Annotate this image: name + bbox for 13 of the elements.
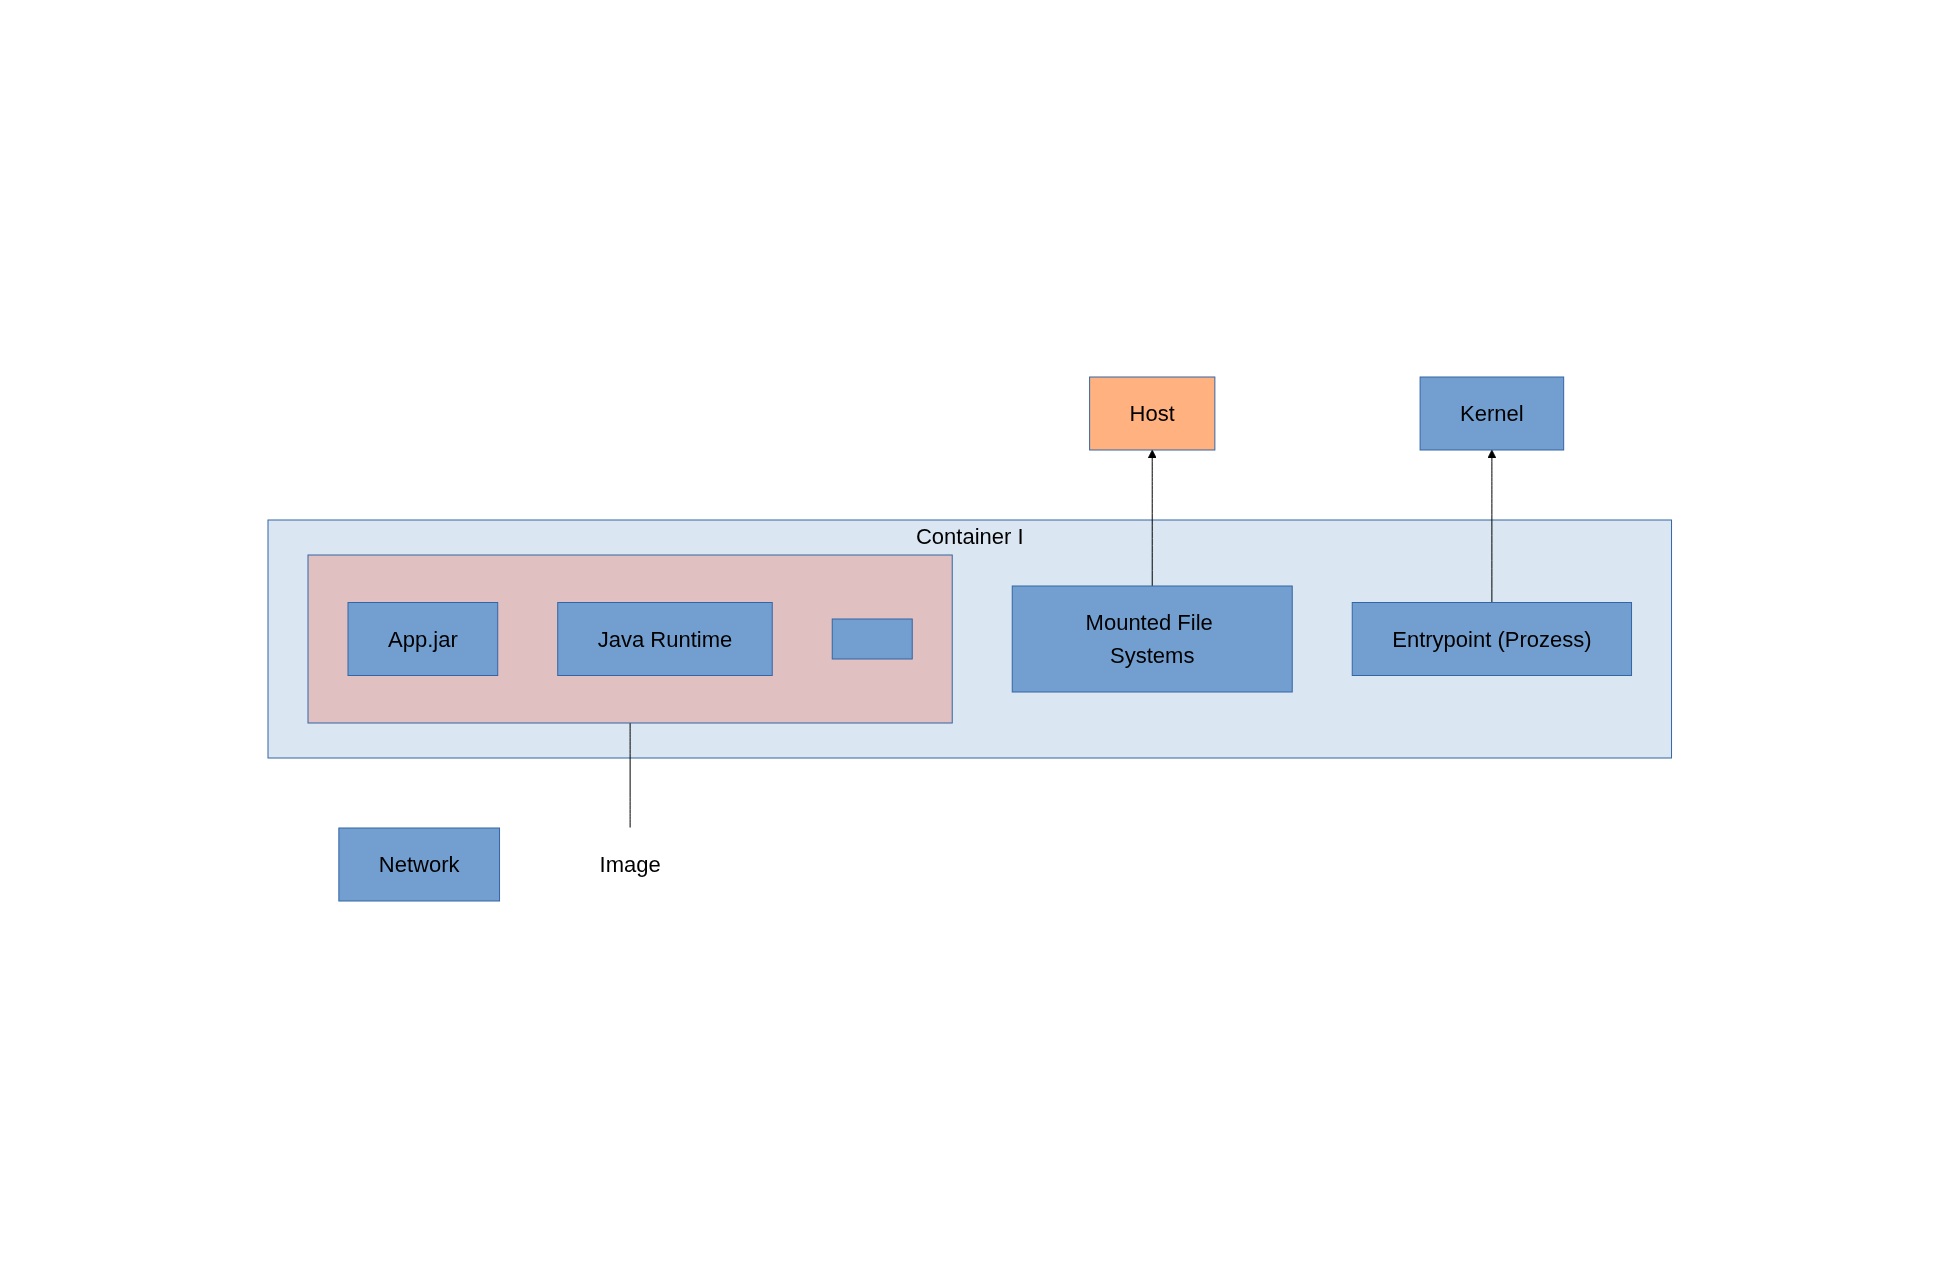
node-box: Entrypoint (Prozess) [1351, 601, 1632, 676]
node-box: Mounted File Systems [1011, 585, 1293, 692]
node-box: Java Runtime [556, 601, 773, 676]
node-text: Image [599, 851, 661, 877]
node-box: App.jar [347, 601, 498, 676]
node-box: Network [338, 827, 500, 901]
node-box [831, 618, 913, 659]
node-box: Kernel [1419, 376, 1564, 450]
arrow [1147, 449, 1157, 586]
arrow [1487, 449, 1496, 603]
node-box: Host [1088, 376, 1216, 450]
connector [629, 722, 631, 828]
cluster [307, 554, 953, 723]
